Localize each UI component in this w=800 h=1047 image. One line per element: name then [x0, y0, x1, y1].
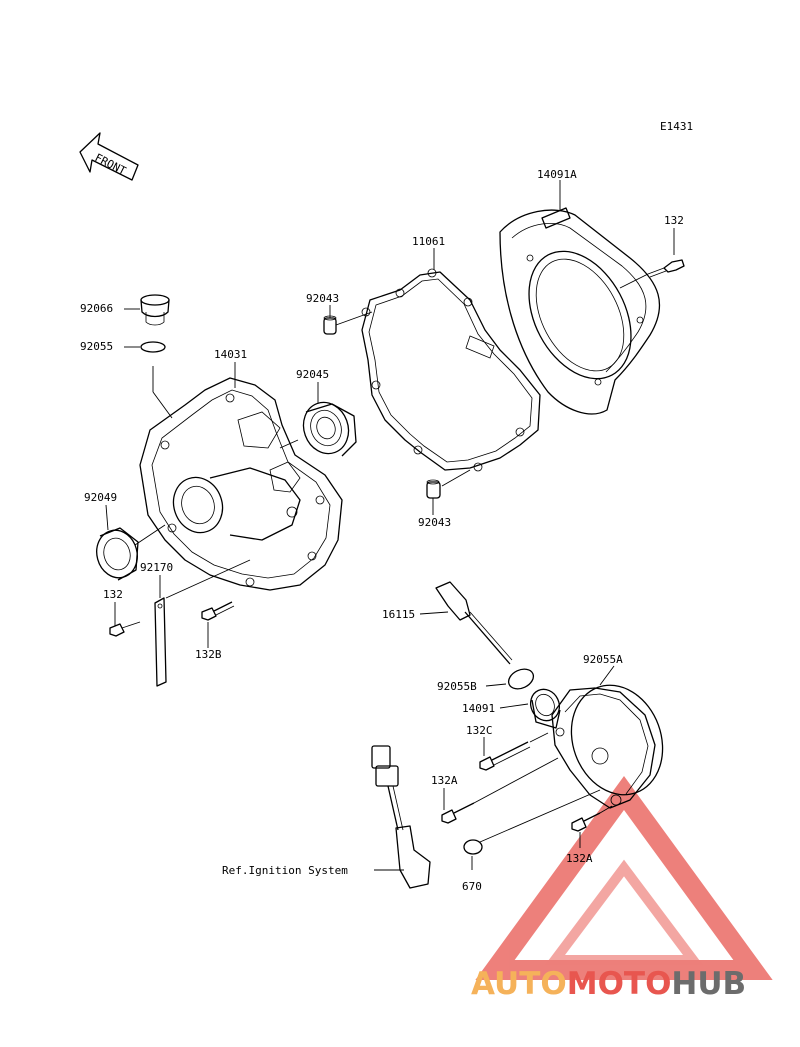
leader-lines	[105, 180, 675, 871]
label-92055A: 92055A	[583, 653, 623, 666]
label-670: 670	[462, 880, 482, 893]
label-92045: 92045	[296, 368, 329, 381]
part-14091A-plate	[499, 207, 661, 415]
diagram-code: E1431	[660, 120, 693, 133]
label-132C: 132C	[466, 724, 493, 737]
label-132-top: 132	[664, 214, 684, 227]
part-92043-pin-top	[323, 315, 337, 335]
part-16115-dipstick	[435, 581, 513, 665]
label-92055B: 92055B	[437, 680, 477, 693]
part-92055-oring	[140, 341, 166, 353]
label-92043-bottom: 92043	[418, 516, 451, 529]
part-670-oring	[463, 839, 483, 855]
part-132C-bolt	[479, 741, 531, 771]
label-92049: 92049	[84, 491, 117, 504]
front-arrow-icon: FRONT	[79, 132, 139, 181]
part-132A-bolt-left	[441, 802, 475, 824]
label-14031: 14031	[214, 348, 247, 361]
part-132-bolt-left	[109, 621, 141, 637]
label-14091: 14091	[462, 702, 495, 715]
watermark-logo	[475, 776, 773, 980]
label-14091A: 14091A	[537, 168, 577, 181]
part-132A-bolt-right	[571, 812, 601, 832]
part-132B-bolt	[201, 601, 235, 621]
label-11061: 11061	[412, 235, 445, 248]
part-92170-plate	[154, 597, 167, 687]
label-132A-right: 132A	[566, 852, 593, 865]
part-92055A-oring	[570, 684, 664, 796]
part-92049-seal	[96, 527, 139, 581]
part-132-bolt-top	[647, 259, 685, 278]
watermark-part1: AUTO	[471, 966, 567, 1002]
part-92043-pin-bottom	[426, 479, 441, 499]
svg-text:AUTOMOTOHUB: AUTOMOTOHUB	[471, 966, 746, 1002]
ignition-sensor	[371, 745, 431, 889]
watermark-part2: MOTO	[567, 966, 672, 1002]
label-92055: 92055	[80, 340, 113, 353]
label-132A-left: 132A	[431, 774, 458, 787]
part-14091-cover	[529, 687, 656, 809]
label-92066: 92066	[80, 302, 113, 315]
watermark-text: AUTOMOTOHUB	[471, 966, 746, 1002]
svg-text:FRONT: FRONT	[93, 151, 129, 178]
watermark-part3: HUB	[671, 966, 746, 1002]
part-92066-cap	[140, 294, 170, 326]
part-14031-cover	[139, 377, 343, 591]
label-132-left: 132	[103, 588, 123, 601]
part-92055B-oring	[507, 668, 535, 690]
reference-note: Ref.Ignition System	[222, 864, 348, 877]
part-92045-bearing	[302, 401, 357, 457]
label-132B: 132B	[195, 648, 222, 661]
label-92170: 92170	[140, 561, 173, 574]
part-11061-gasket	[361, 268, 541, 472]
part-labels: 14091A 132 11061 92043 92066 92055 14031…	[80, 168, 684, 893]
label-16115: 16115	[382, 608, 415, 621]
label-92043-top: 92043	[306, 292, 339, 305]
